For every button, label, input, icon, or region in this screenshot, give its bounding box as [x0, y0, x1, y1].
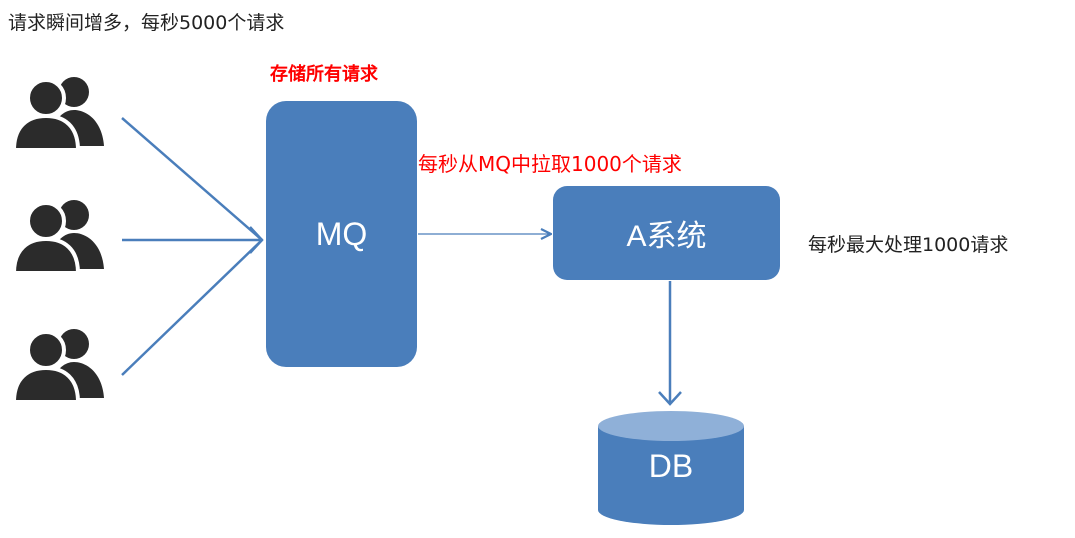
mq-store-label: 存储所有请求 [270, 64, 378, 85]
pull-rate-label: 每秒从MQ中拉取1000个请求 [418, 152, 682, 176]
capacity-label: 每秒最大处理1000请求 [808, 234, 1009, 256]
system-a-label: A系统 [626, 220, 707, 253]
db-arrowhead [658, 391, 682, 406]
mq-arrowhead [249, 226, 264, 254]
db-label: DB [648, 448, 694, 484]
mq-node: MQ [266, 101, 417, 367]
mq-label: MQ [315, 215, 368, 252]
users-icon [11, 329, 104, 402]
users-icon [11, 77, 104, 150]
system-a-node: A系统 [553, 186, 780, 280]
page-title: 请求瞬间增多，每秒5000个请求 [8, 12, 285, 34]
db-cylinder [598, 411, 744, 525]
user3-to-mq-arrow [121, 239, 263, 376]
user1-to-mq-arrow [121, 117, 263, 241]
users-icon [11, 200, 104, 273]
